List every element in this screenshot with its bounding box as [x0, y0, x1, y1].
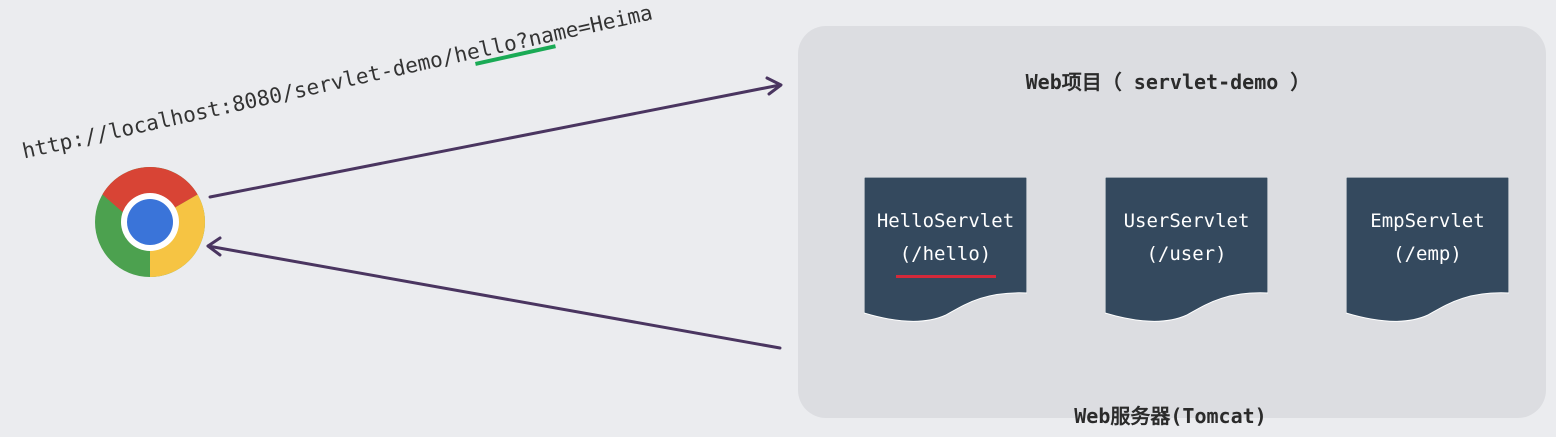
servlet-path: (/user): [1146, 243, 1227, 265]
servlet-name: EmpServlet: [1370, 210, 1485, 232]
path-highlight-underline: [896, 275, 996, 278]
servlet-document-shape: [864, 177, 1027, 322]
chrome-icon: [94, 166, 206, 278]
web-server-box: Web项目（ servlet-demo ） HelloServlet (/hel…: [798, 26, 1546, 428]
servlet-name: UserServlet: [1123, 210, 1250, 232]
server-title: Web服务器(Tomcat): [1074, 404, 1267, 428]
hello-servlet: HelloServlet (/hello): [864, 177, 1027, 322]
servlet-document-shape: [1346, 177, 1509, 322]
project-title: Web项目（ servlet-demo ）: [1025, 70, 1311, 94]
servlet-document-shape: [1105, 177, 1268, 322]
servlet-name: HelloServlet: [876, 210, 1015, 232]
servlet-path: (/emp): [1393, 243, 1462, 265]
response-arrow: [206, 244, 782, 350]
emp-servlet: EmpServlet (/emp): [1346, 177, 1509, 322]
user-servlet: UserServlet (/user): [1105, 177, 1268, 322]
request-arrow: [208, 83, 782, 199]
response-arrow-head: [206, 236, 222, 257]
servlet-path: (/hello): [899, 243, 992, 265]
request-arrow-head: [765, 76, 783, 96]
